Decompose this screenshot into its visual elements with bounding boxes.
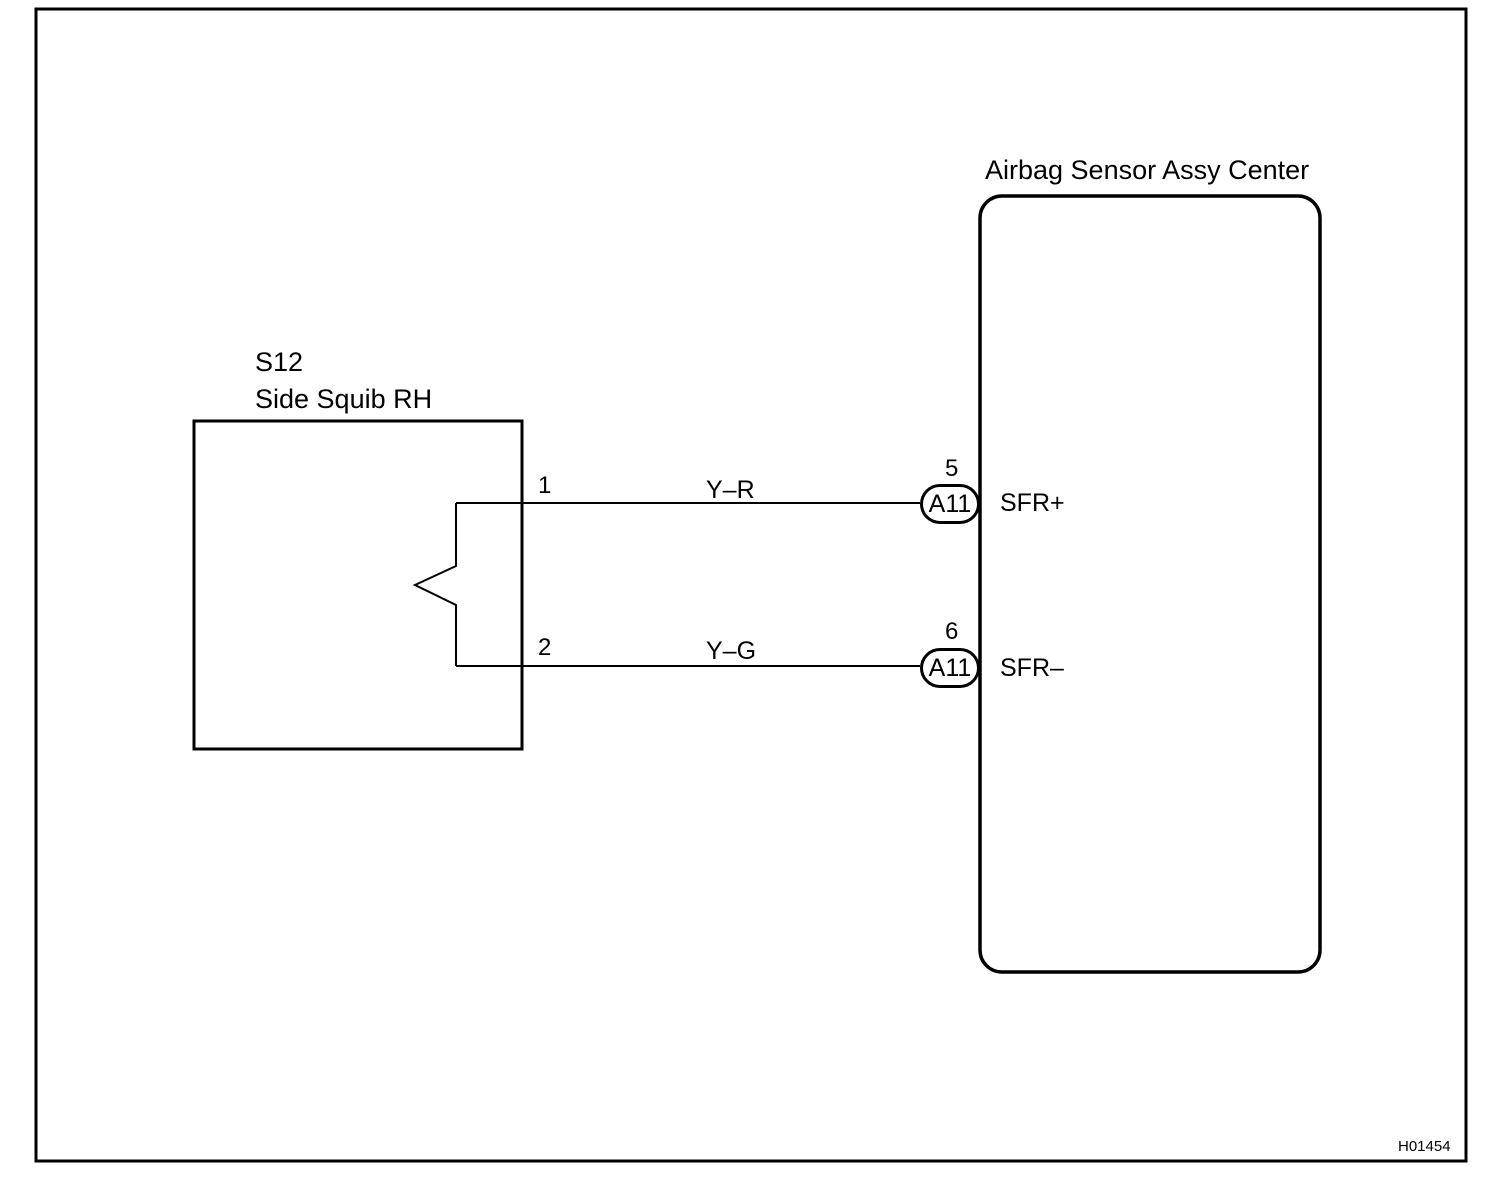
squib-name: Side Squib RH: [255, 384, 433, 414]
squib-pin-1: 1: [538, 472, 552, 499]
ecu-pin-5: 5: [945, 455, 959, 482]
ecu-box: [978, 194, 1322, 974]
diagram-frame: [34, 7, 1468, 1163]
ecu-pin-6: 6: [945, 618, 959, 645]
figure-code: H01454: [1398, 1138, 1451, 1155]
connector-a11-lower: A11: [920, 648, 980, 688]
squib-code: S12: [255, 347, 304, 377]
wire-color-2: Y–G: [706, 637, 757, 665]
squib-pin-2: 2: [538, 634, 552, 661]
connector-a11-upper: A11: [920, 484, 980, 524]
signal-sfr-minus: SFR–: [1000, 654, 1064, 682]
squib-element-symbol: [412, 503, 457, 666]
squib-box: [192, 419, 524, 751]
signal-sfr-plus: SFR+: [1000, 489, 1065, 517]
wire-color-1: Y–R: [706, 476, 755, 504]
ecu-name: Airbag Sensor Assy Center: [985, 155, 1310, 185]
